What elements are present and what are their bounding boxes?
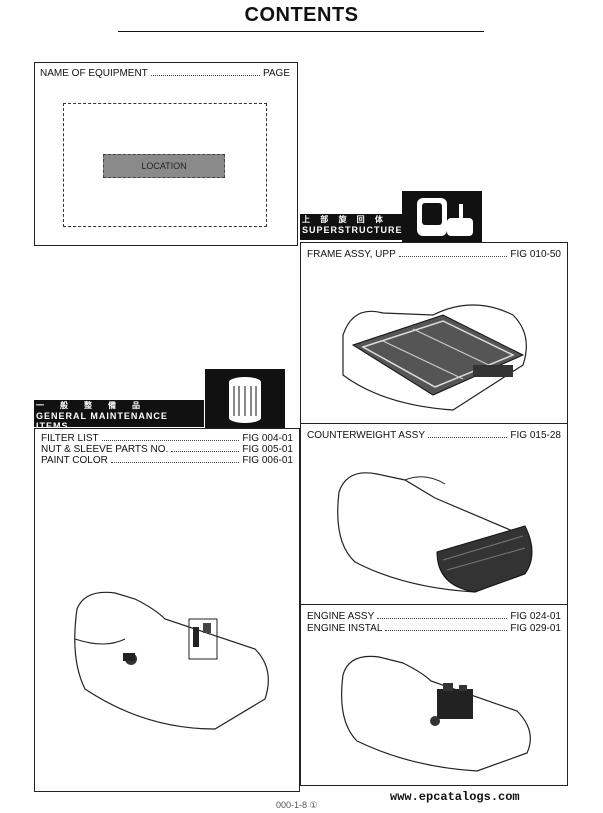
- frame-assy-ref: FIG 010-50: [510, 249, 561, 260]
- paint-color-label: PAINT COLOR: [41, 455, 108, 466]
- leader-dots: [427, 430, 508, 438]
- engine-instal-row: ENGINE INSTAL FIG 029-01: [307, 623, 561, 634]
- leader-dots: [171, 444, 240, 452]
- equipment-name-label: NAME OF EQUIPMENT: [40, 68, 148, 79]
- frame-assy-panel: FRAME ASSY, UPP FIG 010-50: [300, 242, 568, 424]
- maintenance-label: GENERAL MAINTENANCE ITEMS: [36, 411, 168, 431]
- equipment-row: NAME OF EQUIPMENT PAGE: [40, 68, 290, 79]
- leader-dots: [385, 623, 508, 631]
- superstructure-kanji: 上 部 旋 回 体: [302, 215, 387, 224]
- superstructure-icon-box: [402, 191, 482, 243]
- machine-overview-illustration: [74, 591, 269, 730]
- frame-assy-label: FRAME ASSY, UPP: [307, 249, 396, 260]
- leader-dots: [150, 68, 260, 76]
- paint-color-row: PAINT COLOR FIG 006-01: [41, 455, 293, 466]
- engine-assy-row: ENGINE ASSY FIG 024-01: [307, 611, 561, 622]
- engine-illustration: [341, 655, 531, 772]
- superstructure-label: SUPERSTRUCTURE: [302, 225, 403, 235]
- engine-instal-label: ENGINE INSTAL: [307, 623, 383, 634]
- engine-assy-label: ENGINE ASSY: [307, 611, 375, 622]
- filter-list-row: FILTER LIST FIG 004-01: [41, 433, 293, 444]
- engine-instal-ref: FIG 029-01: [510, 623, 561, 634]
- page-title: CONTENTS: [244, 4, 359, 26]
- nut-sleeve-label: NUT & SLEEVE PARTS NO.: [41, 444, 169, 455]
- equipment-panel: NAME OF EQUIPMENT PAGE LOCATION: [34, 62, 298, 246]
- filter-list-label: FILTER LIST: [41, 433, 99, 444]
- leader-dots: [377, 611, 508, 619]
- maintenance-header: 一 般 整 備 品 GENERAL MAINTENANCE ITEMS: [34, 400, 204, 431]
- counterweight-row: COUNTERWEIGHT ASSY FIG 015-28: [307, 430, 561, 441]
- page-label: PAGE: [262, 68, 290, 79]
- location-frame: [63, 103, 267, 227]
- title-underline: [118, 31, 484, 32]
- filter-list-ref: FIG 004-01: [242, 433, 293, 444]
- leader-dots: [101, 433, 240, 441]
- leader-dots: [398, 249, 508, 257]
- nut-sleeve-ref: FIG 005-01: [242, 444, 293, 455]
- engine-assy-ref: FIG 024-01: [510, 611, 561, 622]
- page-number: 000-1-8 ①: [276, 800, 318, 810]
- excavator-cab-icon: [417, 198, 473, 236]
- frame-assy-illustration: [342, 304, 527, 411]
- nut-sleeve-row: NUT & SLEEVE PARTS NO. FIG 005-01: [41, 444, 293, 455]
- superstructure-header: 上 部 旋 回 体 SUPERSTRUCTURE: [300, 214, 402, 240]
- counterweight-illustration: [337, 472, 533, 593]
- watermark-url[interactable]: www.epcatalogs.com: [390, 790, 520, 804]
- engine-panel: ENGINE ASSY FIG 024-01 ENGINE INSTAL FIG…: [300, 604, 568, 786]
- frame-assy-row: FRAME ASSY, UPP FIG 010-50: [307, 249, 561, 260]
- counterweight-ref: FIG 015-28: [510, 430, 561, 441]
- counterweight-panel: COUNTERWEIGHT ASSY FIG 015-28: [300, 423, 568, 605]
- maintenance-icon-box: [205, 369, 285, 429]
- maintenance-panel: FILTER LIST FIG 004-01 NUT & SLEEVE PART…: [34, 428, 300, 792]
- maintenance-kanji: 一 般 整 備 品: [36, 401, 144, 410]
- counterweight-label: COUNTERWEIGHT ASSY: [307, 430, 425, 441]
- leader-dots: [110, 455, 240, 463]
- location-box: LOCATION: [103, 154, 225, 178]
- paint-color-ref: FIG 006-01: [242, 455, 293, 466]
- filter-cartridge-icon: [229, 377, 261, 423]
